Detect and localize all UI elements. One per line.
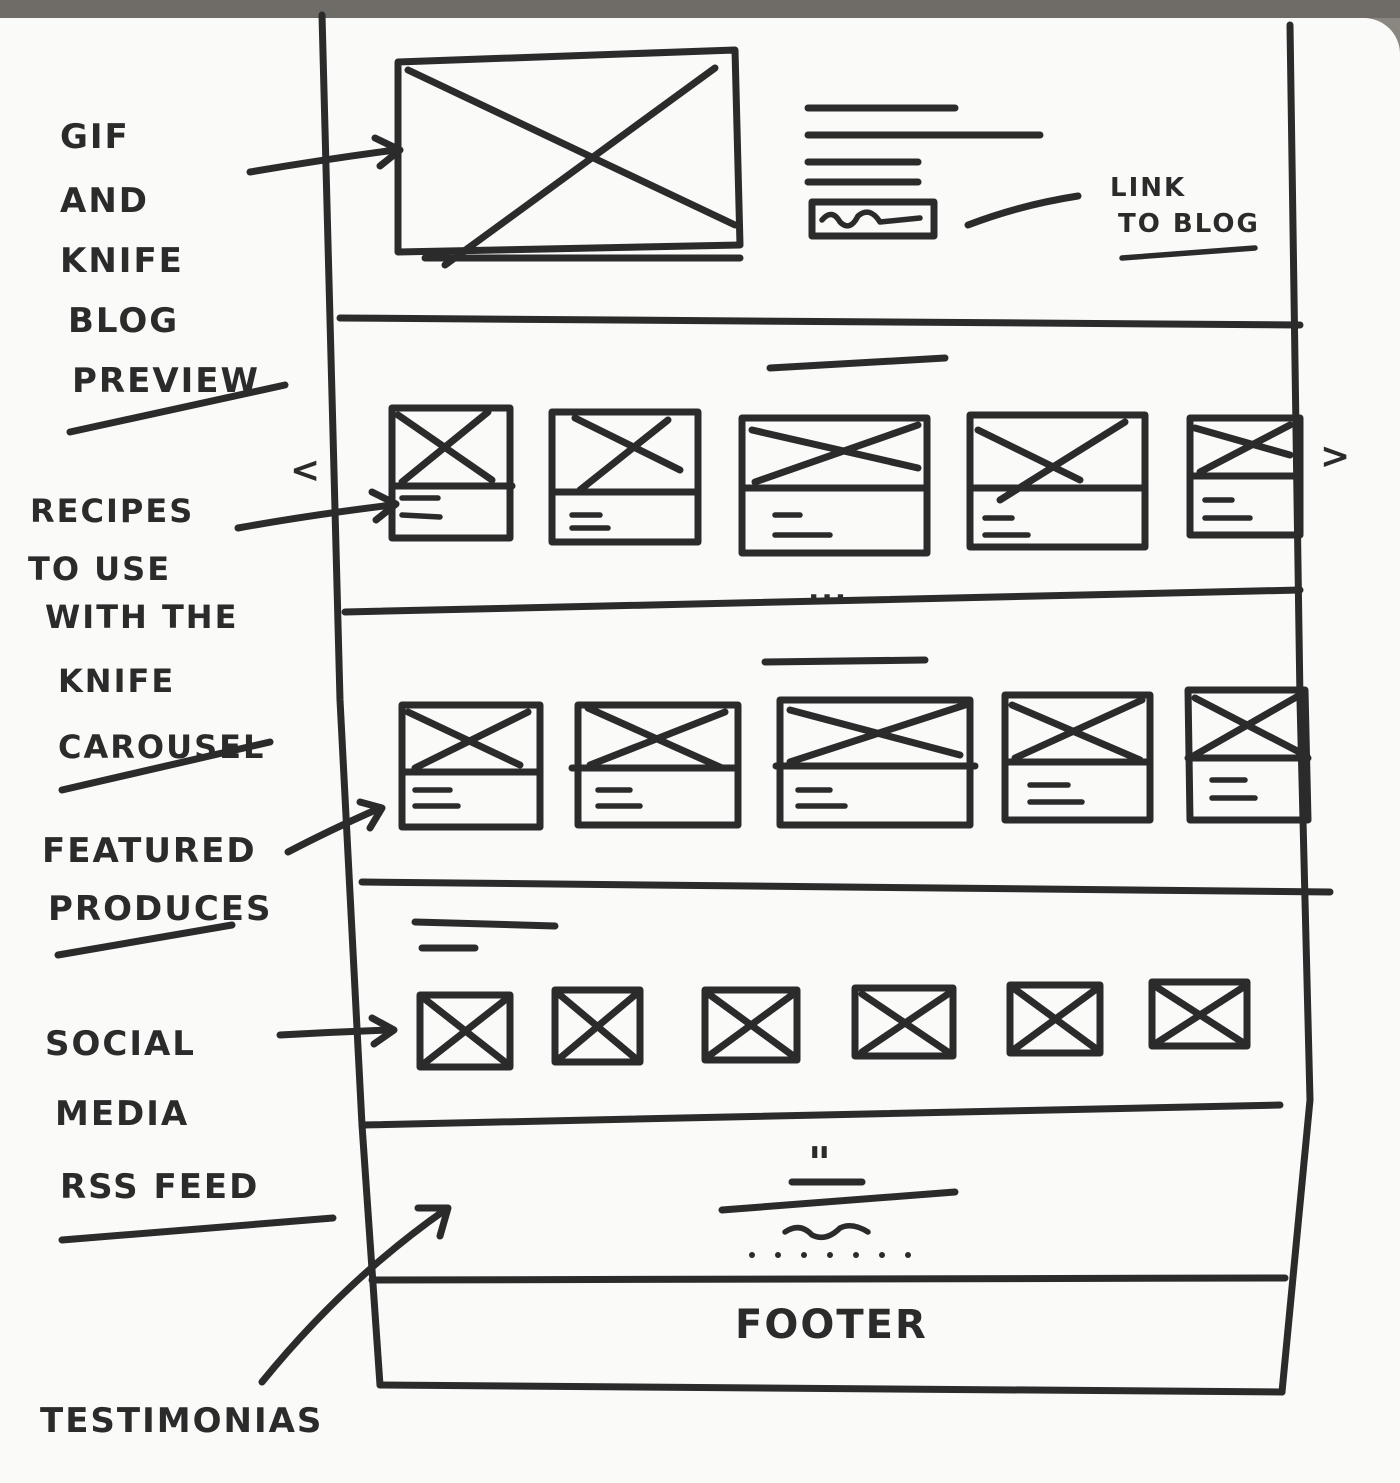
page-outline xyxy=(318,11,1314,1396)
arrowhead-icon xyxy=(371,134,404,170)
annotation-line: KNIFE xyxy=(58,662,175,700)
annotation-line: BLOG xyxy=(68,301,179,341)
footer-label: FOOTER xyxy=(735,1302,928,1348)
recipe-card xyxy=(738,414,931,557)
annotation-arrow xyxy=(284,804,384,856)
annotation-underline xyxy=(1119,245,1258,261)
annotation-gif-preview: GIF AND KNIFE BLOG PREVIEW xyxy=(60,117,404,436)
featured-products-section xyxy=(398,656,1312,831)
recipe-card xyxy=(548,408,702,546)
section-divider-1 xyxy=(336,314,1304,329)
blog-link-button xyxy=(808,198,938,240)
annotation-underline xyxy=(54,921,236,959)
annotation-line: TO USE xyxy=(28,550,171,588)
recipe-card xyxy=(388,404,516,542)
carousel-title-line xyxy=(766,354,949,372)
arrowhead-icon xyxy=(368,1014,398,1048)
annotation-line: TESTIMONIAS xyxy=(40,1401,323,1441)
section-divider-2 xyxy=(341,586,1304,616)
social-post-thumb xyxy=(851,984,957,1060)
social-post-thumb xyxy=(1148,978,1251,1050)
arrowhead-icon xyxy=(368,488,400,524)
annotation-line: FEATURED xyxy=(42,831,257,871)
carousel-next-arrow: > xyxy=(1320,436,1352,477)
carousel-prev-arrow: < xyxy=(290,450,322,491)
product-card xyxy=(1184,686,1312,824)
social-post-thumb xyxy=(701,986,801,1064)
social-feed-section xyxy=(411,918,1251,1071)
gif-placeholder-box xyxy=(394,46,744,256)
annotation-line: SOCIAL xyxy=(45,1024,196,1064)
annotation-recipes: RECIPES TO USE WITH THE KNIFE CAROUSEL xyxy=(28,488,400,794)
annotation-featured: FEATURED PRODUCES xyxy=(42,798,386,959)
link-to-blog-pointer xyxy=(964,192,1082,229)
quote-mark-icon: " xyxy=(808,1138,833,1189)
annotation-arrow xyxy=(246,146,399,176)
product-card xyxy=(398,701,544,831)
social-title-line xyxy=(411,918,559,930)
annotation-underline xyxy=(58,1214,337,1244)
annotation-social: SOCIAL MEDIA RSS FEED xyxy=(45,1014,398,1244)
annotation-arrow xyxy=(234,501,396,532)
annotation-line: RECIPES xyxy=(30,492,194,530)
annotation-line: PRODUCES xyxy=(48,889,273,929)
desk-edge xyxy=(0,0,1400,18)
gif-placeholder-cross-a xyxy=(404,66,739,229)
gif-placeholder-cross-b xyxy=(441,64,719,269)
product-card xyxy=(1001,691,1154,824)
section-divider-5 xyxy=(368,1274,1289,1284)
annotation-line: CAROUSEL xyxy=(58,728,265,766)
recipe-card xyxy=(966,411,1149,551)
testimonial-quote-line xyxy=(718,1188,959,1214)
annotation-line: LINK xyxy=(1110,173,1186,203)
blog-preview-section xyxy=(394,46,1082,269)
annotation-underline xyxy=(58,738,274,794)
annotation-line: GIF xyxy=(60,117,130,157)
social-post-thumb xyxy=(551,986,644,1066)
annotation-underline xyxy=(66,381,289,436)
section-divider-3 xyxy=(358,878,1334,896)
product-card xyxy=(772,696,979,829)
section-divider-4 xyxy=(358,1101,1284,1129)
social-post-thumb xyxy=(1006,981,1104,1057)
annotation-line: KNIFE xyxy=(60,241,184,281)
annotation-line: AND xyxy=(60,181,149,221)
testimonials-section: " xyxy=(718,1138,959,1258)
annotation-arrow xyxy=(258,1206,449,1386)
annotation-testimonials: TESTIMONIAS xyxy=(40,1204,452,1441)
annotation-line: TO BLOG xyxy=(1118,209,1260,239)
testimonial-author-squiggle xyxy=(782,1223,871,1241)
annotation-line: MEDIA xyxy=(55,1094,189,1134)
recipes-carousel-section: < > ... xyxy=(290,354,1352,608)
annotation-line: RSS FEED xyxy=(60,1167,259,1207)
annotation-arrow xyxy=(276,1026,394,1039)
recipe-card xyxy=(1186,414,1304,539)
product-card xyxy=(568,701,742,829)
arrowhead-icon xyxy=(414,1204,452,1240)
social-post-thumb xyxy=(416,991,514,1071)
annotation-link-to-blog: LINK TO BLOG xyxy=(1110,173,1260,261)
annotation-line: WITH THE xyxy=(45,598,238,636)
testimonial-dots xyxy=(749,1252,911,1258)
featured-title-line xyxy=(761,656,929,666)
arrowhead-icon xyxy=(356,798,386,832)
